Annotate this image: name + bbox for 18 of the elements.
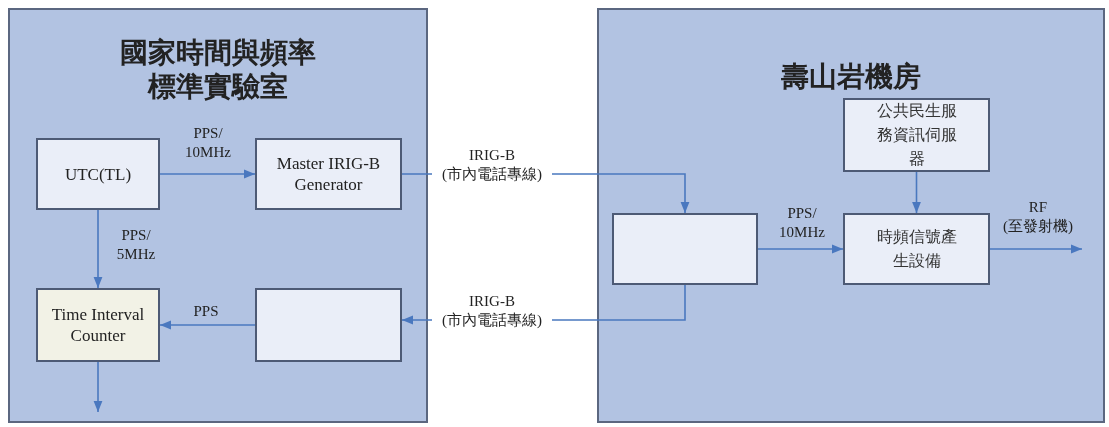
process-box [255,288,402,362]
arrow [159,169,256,179]
panel-title: 壽山岩機房 [780,60,922,94]
process-box: UTC(TL) [36,138,160,210]
arrow [757,244,844,254]
panel-title: 國家時間與頻率標準實驗室 [119,36,317,104]
process-box: 時頻信號產生設備 [843,213,990,285]
room-panel [8,8,428,423]
arrow [912,171,921,214]
process-box [612,213,758,285]
process-box: Master IRIG-B Generator [255,138,402,210]
process-box: Time Interval Counter [36,288,160,362]
arrow [989,244,1083,254]
room-panel [597,8,1105,423]
arrow [93,209,103,289]
arrow [159,320,256,330]
process-box: 公共民生服務資訊伺服器 [843,98,990,172]
arrow [93,361,103,413]
